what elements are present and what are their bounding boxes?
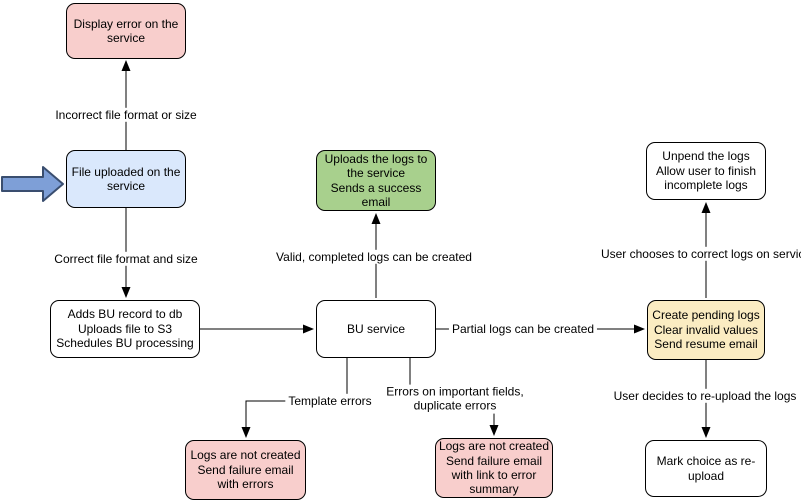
edge-label-template-errors: Template errors <box>285 393 375 409</box>
node-unpend-logs[interactable]: Unpend the logs Allow user to finish inc… <box>646 142 766 200</box>
node-file-uploaded[interactable]: File uploaded on the service <box>66 150 186 208</box>
input-pointer-arrow-icon <box>1 166 64 202</box>
node-create-pending-logs[interactable]: Create pending logs Clear invalid values… <box>647 300 765 360</box>
node-mark-choice-reupload[interactable]: Mark choice as re- upload <box>645 440 767 497</box>
node-label: Adds BU record to db Uploads file to S3 … <box>56 307 194 351</box>
node-label: Logs are not created Send failure email … <box>190 448 301 492</box>
node-display-error[interactable]: Display error on the service <box>66 3 186 59</box>
node-label: Logs are not created Send failure email … <box>438 439 550 497</box>
edge-label-incorrect-file: Incorrect file format or size <box>52 107 200 123</box>
node-logs-not-created-fields[interactable]: Logs are not created Send failure email … <box>435 438 553 498</box>
node-logs-not-created-template[interactable]: Logs are not created Send failure email … <box>185 440 306 500</box>
edge-label-field-errors: Errors on important fields, duplicate er… <box>383 384 527 414</box>
edge-label-correct-file: Correct file format and size <box>51 251 201 267</box>
node-label: Unpend the logs Allow user to finish inc… <box>655 149 757 193</box>
node-uploads-logs-success[interactable]: Uploads the logs to the service Sends a … <box>316 150 436 211</box>
node-bu-service[interactable]: BU service <box>316 300 436 358</box>
node-label: Uploads the logs to the service Sends a … <box>324 151 428 209</box>
node-label: Create pending logs Clear invalid values… <box>652 308 760 352</box>
node-label: Mark choice as re- upload <box>656 454 756 483</box>
edge-label-valid-logs: Valid, completed logs can be created <box>273 249 475 265</box>
edge-label-partial-logs: Partial logs can be created <box>448 321 598 337</box>
node-adds-bu-record[interactable]: Adds BU record to db Uploads file to S3 … <box>50 300 200 358</box>
node-label: File uploaded on the service <box>71 164 181 193</box>
node-label: BU service <box>346 321 405 336</box>
edge-label-user-correct: User chooses to correct logs on service <box>597 246 801 262</box>
node-label: Display error on the service <box>73 16 179 45</box>
edge-label-user-reupload: User decides to re-upload the logs <box>610 388 800 404</box>
